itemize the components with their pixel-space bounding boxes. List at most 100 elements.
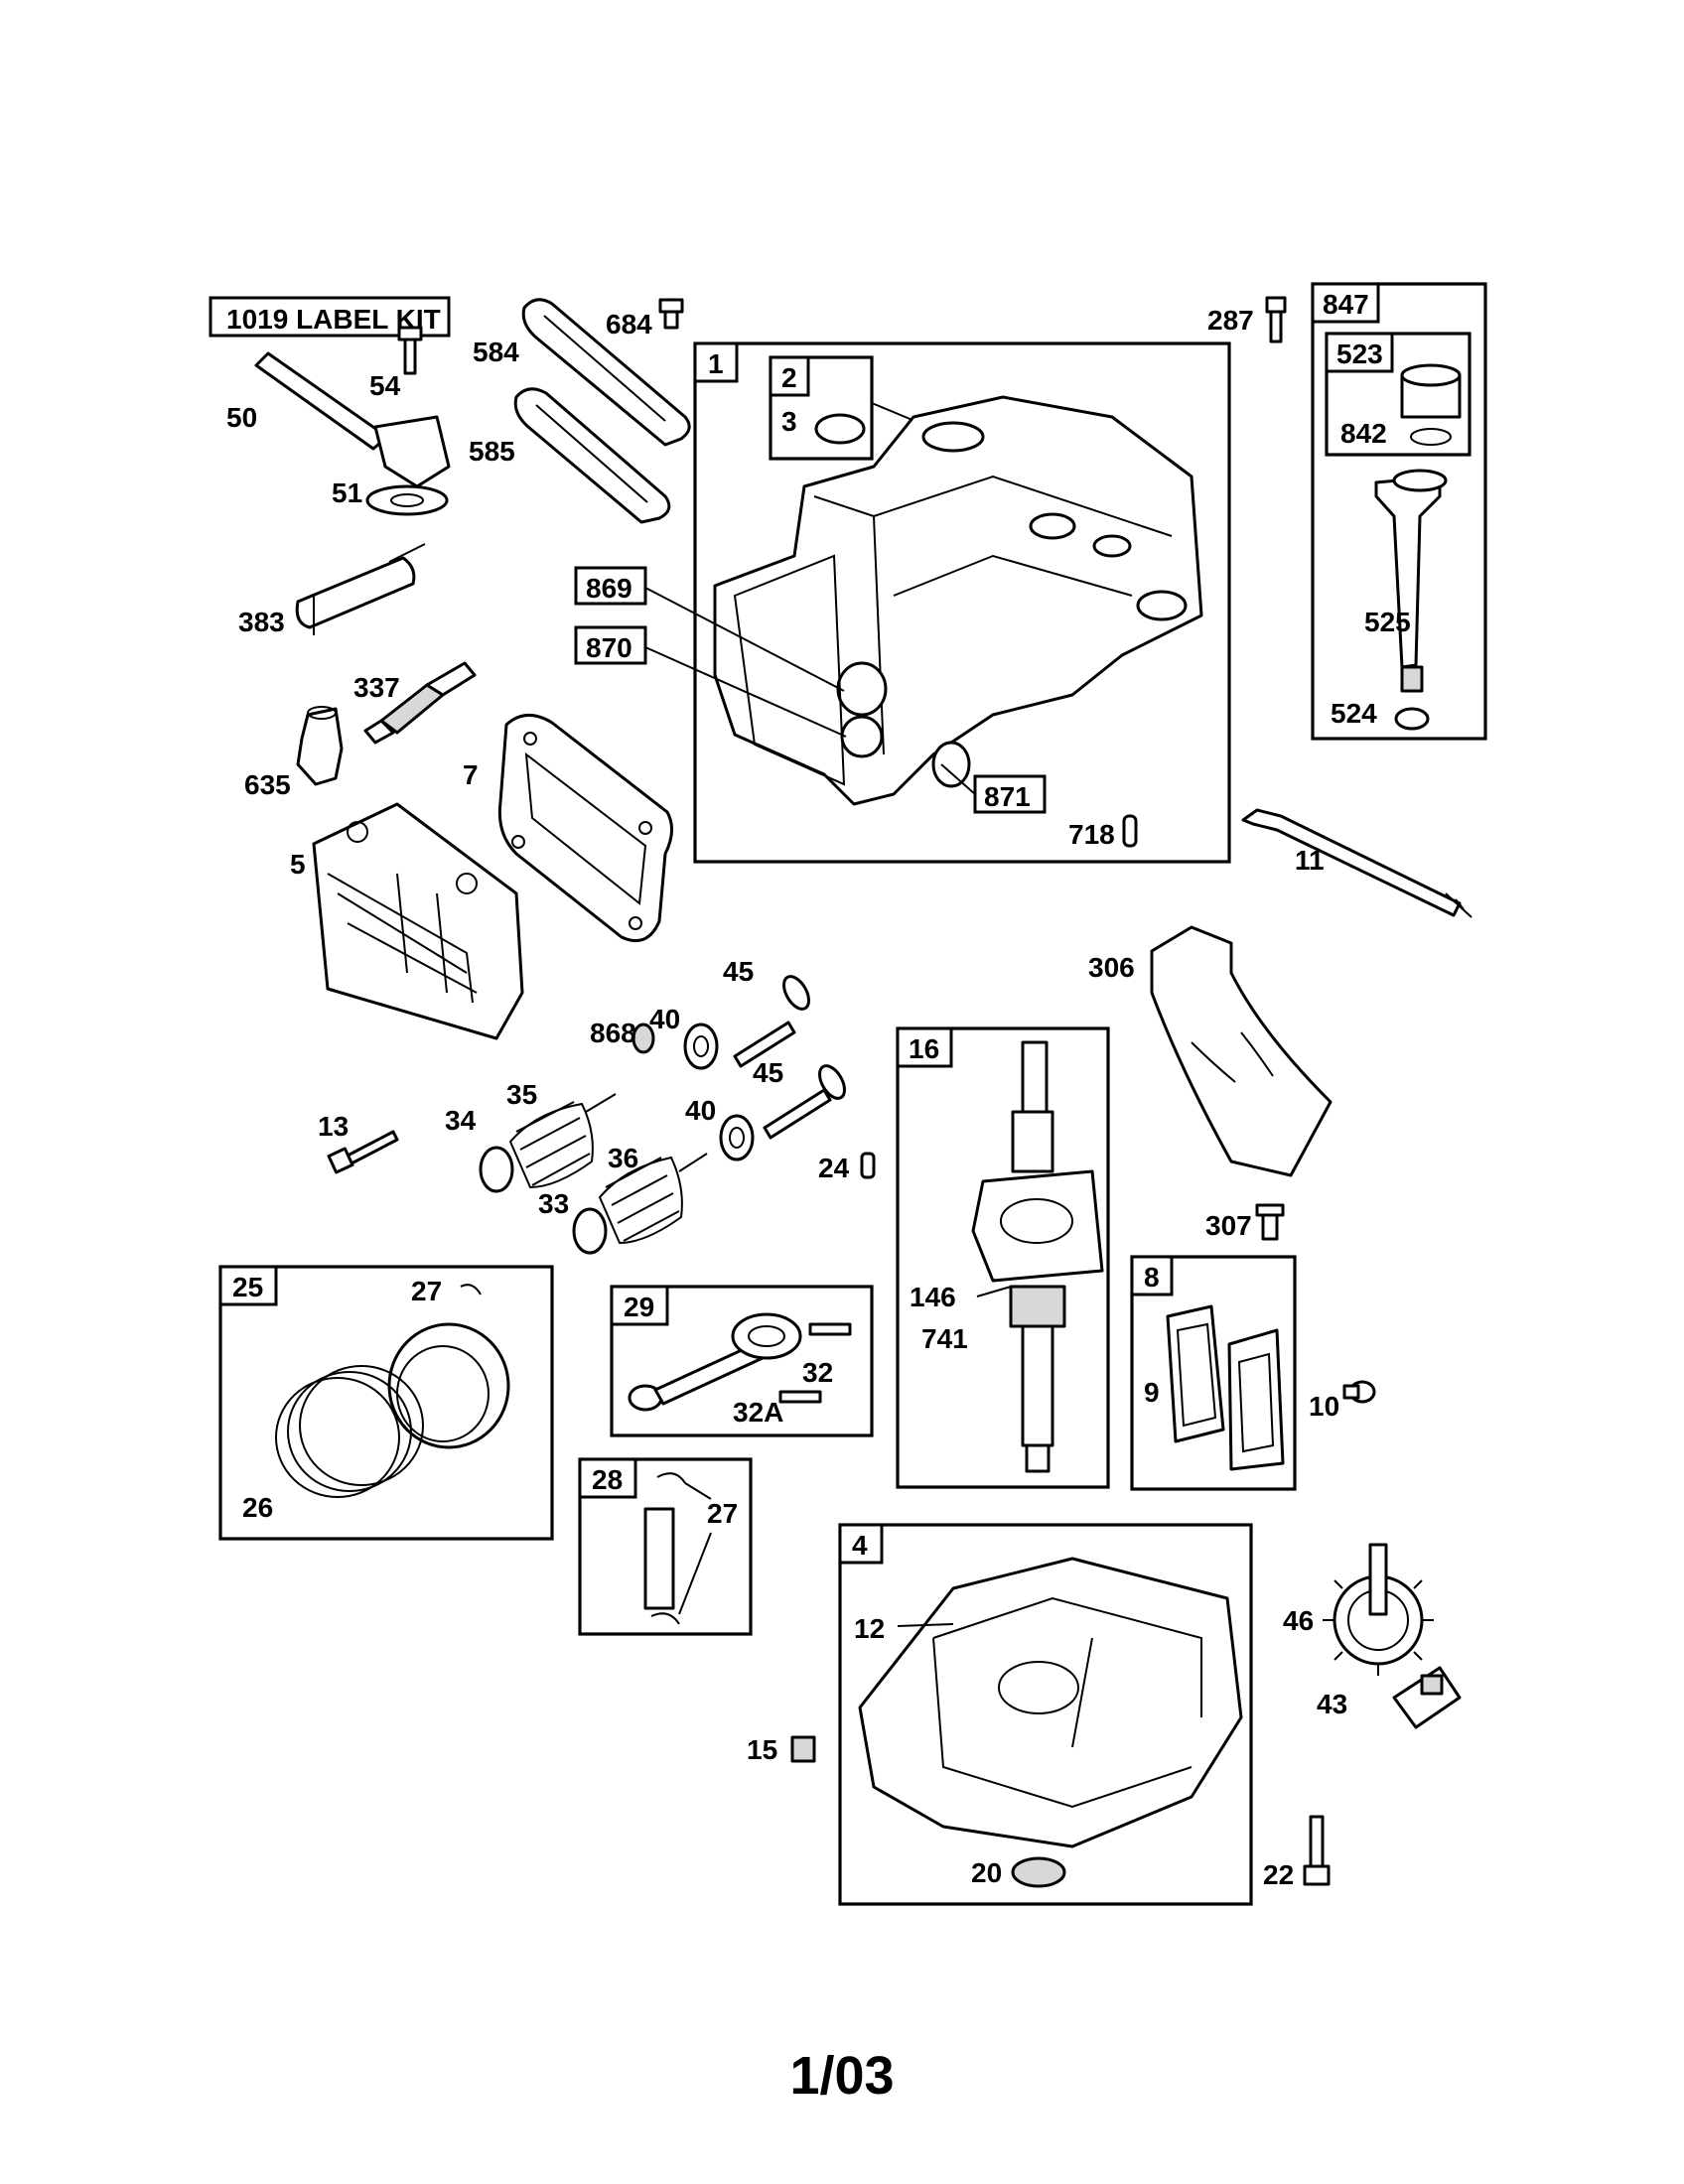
callout-525: 525: [1364, 607, 1411, 637]
part-10-screw: 10: [1309, 1380, 1376, 1422]
box-4-tag: 4: [852, 1530, 868, 1561]
part-45-tappet-lower: 45: [753, 1057, 846, 1140]
callout-43: 43: [1317, 1689, 1347, 1719]
part-34-valve: 34: [445, 1105, 514, 1193]
page-number: 1/03: [789, 2046, 895, 2106]
part-584-gasket: 584: [473, 298, 691, 447]
callout-3: 3: [781, 406, 797, 437]
part-26-rings: [275, 1377, 400, 1498]
part-307-screw: 307: [1205, 1203, 1285, 1241]
part-585-gasket: 585: [469, 387, 671, 524]
callout-32a: 32A: [733, 1397, 783, 1428]
part-525-tube: [1374, 475, 1442, 669]
box-847-dipstick: 847 523 842 525 524: [1311, 282, 1487, 741]
part-718-pin: [1122, 814, 1138, 848]
callout-50: 50: [226, 402, 257, 433]
callout-684: 684: [606, 309, 652, 340]
box-29-connecting-rod: 29 32 32A: [610, 1285, 874, 1437]
callout-26: 26: [242, 1492, 273, 1523]
box-4-sump: 4 12 20: [838, 1523, 1253, 1906]
part-15-plug: 15: [747, 1734, 816, 1765]
part-524-ring: [1394, 707, 1430, 731]
part-20-seal: [1011, 1856, 1066, 1888]
callout-842: 842: [1340, 418, 1387, 449]
part-741-gear: [1009, 1285, 1066, 1328]
callout-524: 524: [1331, 698, 1377, 729]
box-28-tag: 28: [592, 1464, 623, 1495]
part-50-tube: 50: [226, 351, 451, 488]
callout-33: 33: [538, 1188, 569, 1219]
box-1-crankcase: 1 2 3 869 870 871 718: [574, 341, 1231, 864]
part-24-pin: 24: [818, 1152, 876, 1183]
callout-27-ring: 27: [411, 1276, 442, 1306]
box-870-tag: 870: [586, 632, 632, 663]
part-40-retainer-upper: 40: [649, 1004, 719, 1070]
part-40-retainer-lower: 40: [685, 1095, 755, 1161]
box-847-tag: 847: [1323, 289, 1369, 320]
part-306-shroud: 306: [1088, 925, 1333, 1177]
callout-9: 9: [1144, 1377, 1160, 1408]
callout-307: 307: [1205, 1210, 1252, 1241]
callout-10: 10: [1309, 1391, 1339, 1422]
box-16-crankshaft: 16 146 741: [896, 1026, 1110, 1489]
box-869-tag: 869: [586, 573, 632, 604]
part-54-screw: 54: [369, 326, 423, 401]
part-7-head-gasket: 7: [463, 714, 673, 942]
part-46-governor-gear: 46: [1283, 1543, 1434, 1676]
callout-40-lower: 40: [685, 1095, 716, 1126]
callout-5: 5: [290, 849, 306, 880]
callout-46: 46: [1283, 1605, 1314, 1636]
callout-51: 51: [332, 478, 362, 508]
callout-383: 383: [238, 607, 285, 637]
part-22-bolt: 22: [1263, 1815, 1331, 1890]
callout-27-clip: 27: [707, 1498, 738, 1529]
part-35-spring-upper: 35: [506, 1079, 617, 1189]
box-8-tag: 8: [1144, 1262, 1160, 1293]
callout-7: 7: [463, 759, 479, 790]
callout-15: 15: [747, 1734, 777, 1765]
box-871-tag: 871: [984, 781, 1031, 812]
part-684-bolt: 684: [606, 298, 684, 340]
part-337-spark-plug: 337: [353, 661, 477, 745]
part-11-rod: 11: [1241, 808, 1473, 918]
part-287-plug: 287: [1207, 296, 1287, 343]
callout-34: 34: [445, 1105, 477, 1136]
callout-40-upper: 40: [649, 1004, 680, 1034]
callout-22: 22: [1263, 1859, 1294, 1890]
callout-36: 36: [608, 1143, 638, 1173]
callout-146: 146: [910, 1282, 956, 1312]
callout-12: 12: [854, 1613, 885, 1644]
callout-306: 306: [1088, 952, 1135, 983]
part-45-tappet-upper: 45: [723, 956, 810, 1068]
box-16-tag: 16: [909, 1033, 939, 1064]
part-635-boot: 635: [244, 706, 344, 800]
callout-635: 635: [244, 769, 291, 800]
part-868-seal: 868: [590, 1018, 655, 1054]
box-28-wrist-pin: 28 27: [578, 1457, 753, 1636]
callout-868: 868: [590, 1018, 636, 1048]
part-36-spring-lower: 36: [598, 1143, 708, 1245]
callout-45-upper: 45: [723, 956, 754, 987]
callout-32: 32: [802, 1357, 833, 1388]
box-29-tag: 29: [624, 1292, 654, 1322]
callout-718: 718: [1068, 819, 1115, 850]
callout-741: 741: [921, 1323, 968, 1354]
part-383-breather: 383: [238, 543, 426, 637]
callout-337: 337: [353, 672, 400, 703]
box-2-tag: 2: [781, 362, 797, 393]
callout-287: 287: [1207, 305, 1254, 336]
callout-24: 24: [818, 1153, 850, 1183]
part-3-seal: [814, 413, 866, 445]
box-8-breather: 8 9: [1130, 1255, 1297, 1491]
callout-20: 20: [971, 1857, 1002, 1888]
part-33-valve: 33: [538, 1188, 608, 1255]
callout-585: 585: [469, 436, 515, 467]
callout-54: 54: [369, 370, 401, 401]
callout-45-lower: 45: [753, 1057, 783, 1088]
callout-584: 584: [473, 337, 519, 367]
label-kit-callout: 1019 LABEL KIT: [209, 296, 451, 338]
part-13-bolt: 13: [318, 1111, 399, 1174]
callout-11: 11: [1295, 845, 1325, 876]
part-43-governor-arm: 43: [1317, 1666, 1462, 1729]
part-wrist-pin: [643, 1507, 675, 1610]
